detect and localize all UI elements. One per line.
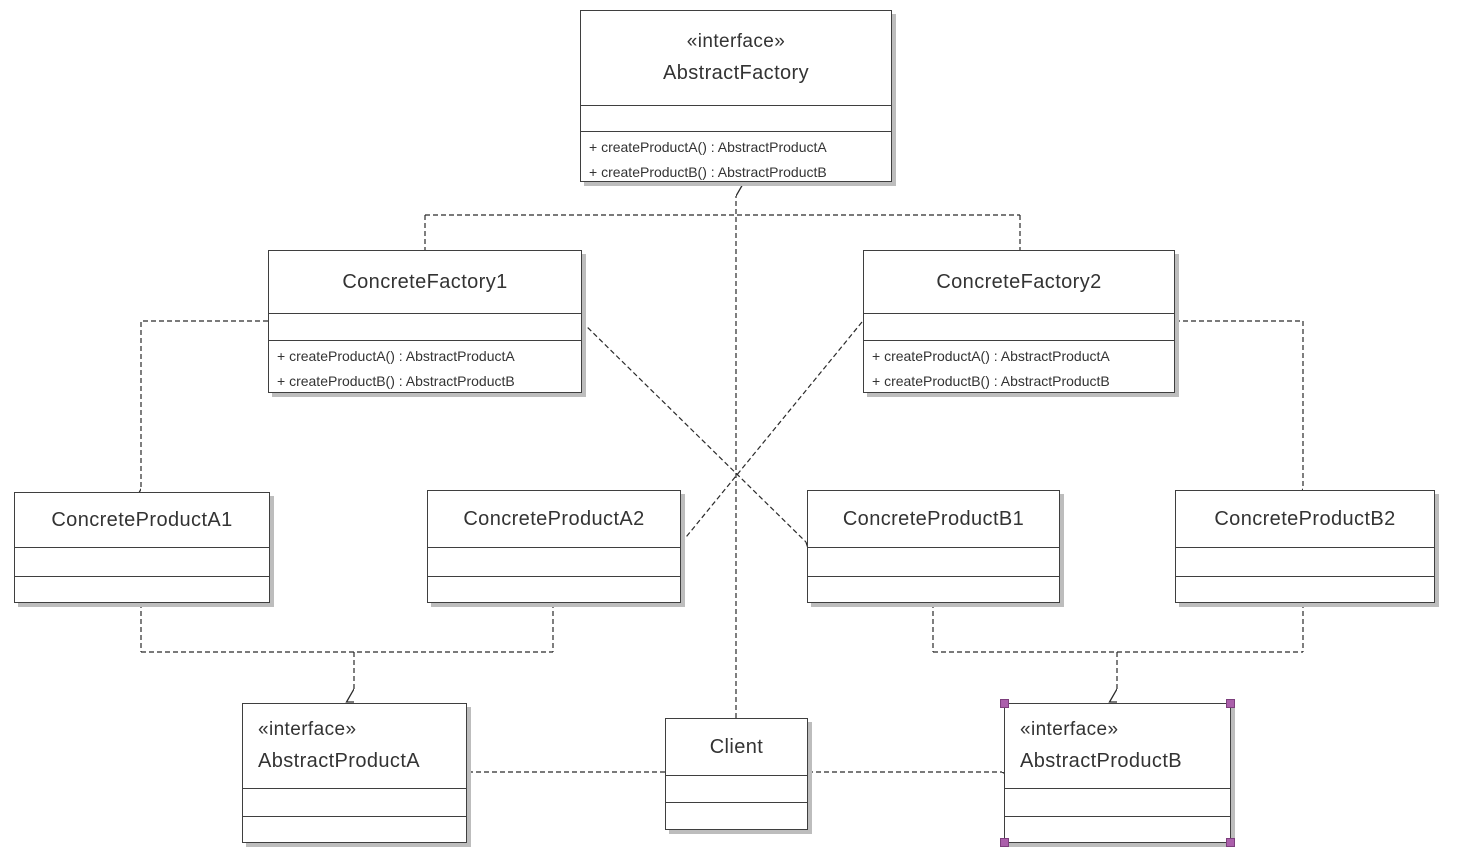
class-title-compartment: ConcreteProductA2	[428, 491, 680, 548]
methods-compartment	[1005, 817, 1230, 820]
attributes-compartment	[243, 789, 466, 817]
methods-compartment	[666, 803, 807, 806]
methods-compartment	[243, 817, 466, 820]
dependency-concretefactory1-concreteproducta1[interactable]	[141, 320, 268, 489]
method-line: + createProductB() : AbstractProductB	[277, 373, 515, 389]
methods-compartment: + createProductA() : AbstractProductA + …	[581, 132, 891, 185]
dependency-concretefactory1-concreteproductb1[interactable]	[581, 321, 806, 542]
class-name: ConcreteProductA2	[463, 507, 645, 530]
class-name: ConcreteFactory2	[936, 270, 1102, 293]
methods-compartment	[1176, 577, 1434, 580]
attributes-compartment	[864, 314, 1174, 341]
methods-compartment	[15, 577, 269, 580]
stereotype-label: «interface»	[686, 31, 786, 52]
methods-compartment	[808, 577, 1059, 580]
class-title-compartment: ConcreteProductB1	[808, 491, 1059, 548]
stereotype-label: «interface»	[258, 719, 357, 740]
method-line: + createProductA() : AbstractProductA	[589, 139, 827, 155]
method-line: + createProductB() : AbstractProductB	[872, 373, 1110, 389]
methods-compartment	[428, 577, 680, 580]
selection-handle-se[interactable]	[1226, 838, 1235, 847]
class-title-compartment: ConcreteProductB2	[1176, 491, 1434, 548]
attributes-compartment	[428, 548, 680, 577]
attributes-compartment	[808, 548, 1059, 577]
method-line: + createProductB() : AbstractProductB	[589, 164, 827, 180]
selection-handle-sw[interactable]	[1000, 838, 1009, 847]
class-abstractproductb[interactable]: «interface» AbstractProductB	[1004, 703, 1231, 843]
attributes-compartment	[15, 548, 269, 577]
class-abstractfactory[interactable]: «interface» AbstractFactory + createProd…	[580, 10, 892, 182]
class-title-compartment: «interface» AbstractFactory	[581, 11, 891, 106]
class-name: ConcreteProductB1	[842, 507, 1025, 530]
class-name: AbstractFactory	[662, 62, 810, 84]
stereotype-label: «interface»	[1020, 719, 1119, 740]
class-name: AbstractProductB	[1020, 750, 1183, 772]
attributes-compartment	[581, 106, 891, 132]
class-concretefactory2[interactable]: ConcreteFactory2 + createProductA() : Ab…	[863, 250, 1175, 393]
attributes-compartment	[666, 776, 807, 803]
method-line: + createProductA() : AbstractProductA	[277, 348, 515, 364]
class-title-compartment: ConcreteProductA1	[15, 493, 269, 548]
selection-handle-ne[interactable]	[1226, 699, 1235, 708]
class-concreteproducta1[interactable]: ConcreteProductA1	[14, 492, 270, 603]
attributes-compartment	[1005, 789, 1230, 817]
class-title-compartment: ConcreteFactory2	[864, 251, 1174, 314]
selection-handle-nw[interactable]	[1000, 699, 1009, 708]
class-title-compartment: «interface» AbstractProductA	[243, 704, 466, 789]
class-concreteproductb2[interactable]: ConcreteProductB2	[1175, 490, 1435, 603]
class-name: AbstractProductA	[258, 750, 421, 772]
class-concretefactory1[interactable]: ConcreteFactory1 + createProductA() : Ab…	[268, 250, 582, 393]
class-name: ConcreteFactory1	[342, 270, 508, 293]
class-name: Client	[709, 735, 764, 758]
class-title-compartment: ConcreteFactory1	[269, 251, 581, 314]
dependency-concretefactory2-concreteproductb2[interactable]	[1175, 320, 1304, 489]
class-name: ConcreteProductA1	[51, 508, 233, 531]
dependency-concretefactory2-concreteproducta2[interactable]	[682, 321, 863, 542]
methods-compartment: + createProductA() : AbstractProductA + …	[864, 341, 1174, 394]
class-title-compartment: «interface» AbstractProductB	[1005, 704, 1230, 789]
class-title-compartment: Client	[666, 719, 807, 776]
methods-compartment: + createProductA() : AbstractProductA + …	[269, 341, 581, 394]
class-name: ConcreteProductB2	[1214, 507, 1396, 530]
method-line: + createProductA() : AbstractProductA	[872, 348, 1110, 364]
attributes-compartment	[1176, 548, 1434, 577]
class-concreteproductb1[interactable]: ConcreteProductB1	[807, 490, 1060, 603]
class-concreteproducta2[interactable]: ConcreteProductA2	[427, 490, 681, 603]
class-abstractproducta[interactable]: «interface» AbstractProductA	[242, 703, 467, 843]
class-client[interactable]: Client	[665, 718, 808, 830]
attributes-compartment	[269, 314, 581, 341]
